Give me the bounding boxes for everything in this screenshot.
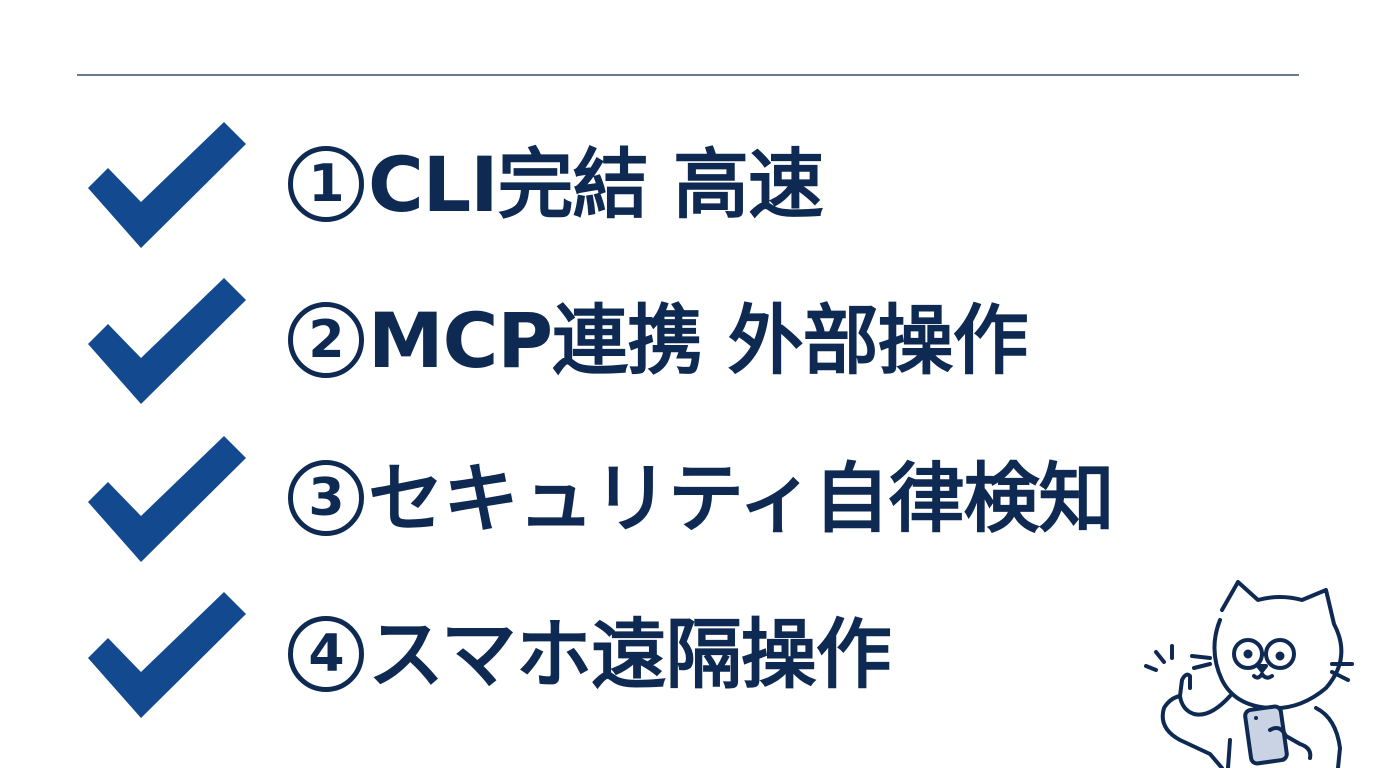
circled-number: 3 [288,459,364,536]
checkmark-icon [88,122,246,248]
cat-mascot-illustration [1144,580,1354,768]
feature-text: スマホ遠隔操作 [368,609,892,699]
feature-text: MCP連携 外部操作 [368,295,1029,385]
circled-number: 1 [288,145,364,222]
checkmark-icon [88,436,246,562]
circled-number: 2 [288,301,364,378]
feature-text: セキュリティ自律検知 [368,453,1114,543]
checkmark-icon [88,592,246,718]
feature-text: CLI完結 高速 [368,139,824,229]
top-divider [77,74,1299,76]
circled-number: 4 [288,615,364,692]
checkmark-icon [88,278,246,404]
